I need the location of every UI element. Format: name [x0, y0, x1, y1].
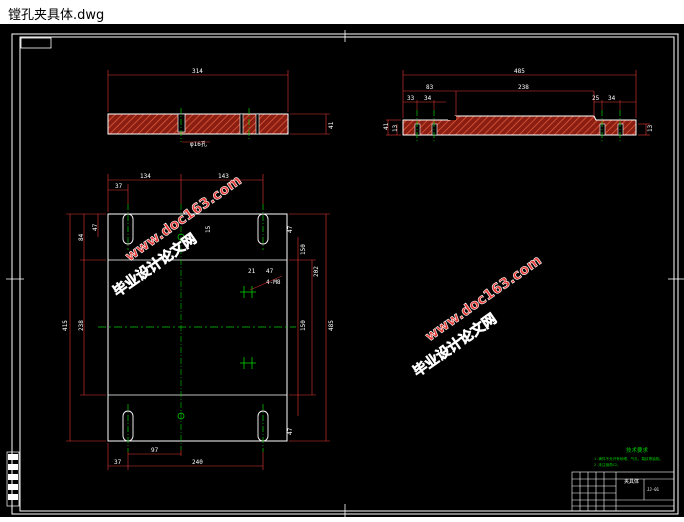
- titleblock-code: JJ-01: [647, 487, 660, 492]
- title-bar: 镗孔夹具体.dwg: [0, 0, 684, 24]
- dim-front-l: 47: [266, 268, 274, 275]
- notes-title: 技术要求: [626, 446, 649, 454]
- dim-bottom-a: 37: [114, 459, 122, 466]
- dim-bottom-c: 240: [192, 459, 203, 466]
- dim-right-len: 485: [514, 68, 525, 75]
- hole-bottom-center: [177, 412, 185, 420]
- dim-front-j: 202: [313, 266, 320, 277]
- notes-line1: 1.铸件不允许有砂眼、气孔、裂纹等缺陷。: [594, 456, 663, 461]
- drawing-canvas[interactable]: 314 41 φ16孔 485 83 238 33: [0, 24, 684, 517]
- dim-right-h3: 13: [647, 124, 654, 132]
- watermark-2: 毕业设计论文网 www.doc163.com: [409, 252, 545, 380]
- dim-right-f: 34: [608, 95, 616, 102]
- top-view-body: [107, 113, 289, 135]
- side-view[interactable]: 485 83 238 33 34 25 34 41 13 13: [383, 68, 654, 142]
- title-block[interactable]: [571, 471, 675, 512]
- hole-top-center: [177, 233, 185, 241]
- titleblock-part: 夹具体: [624, 478, 639, 485]
- dim-top-len: 314: [192, 68, 203, 75]
- front-view[interactable]: 37 134 143 415 238 84 47 15 47 47 21 47 …: [62, 173, 335, 470]
- drawing-frame: [6, 30, 684, 517]
- dim-front-b: 134: [140, 173, 151, 180]
- dim-front-e: 84: [78, 233, 85, 241]
- side-label-boxes: [6, 451, 20, 507]
- dim-right-b: 33: [407, 95, 415, 102]
- dim-front-k: 21: [248, 268, 256, 275]
- dim-front-o: 238: [78, 320, 85, 331]
- top-view-slot: [177, 113, 186, 133]
- dim-front-g: 15: [205, 225, 212, 233]
- dim-front-i: 150: [300, 244, 307, 255]
- dim-right-h1: 41: [383, 122, 390, 130]
- notes-line2: 2.未注倒角C2。: [594, 462, 621, 467]
- dim-front-n: 485: [328, 320, 335, 331]
- window-title: 镗孔夹具体.dwg: [8, 8, 105, 23]
- dim-right-c: 34: [424, 95, 432, 102]
- dim-front-r: 47: [287, 427, 294, 435]
- watermark-1: 毕业设计论文网 www.doc163.com: [109, 172, 245, 300]
- dim-front-c: 143: [218, 173, 229, 180]
- dim-top-slot: φ16孔: [190, 140, 207, 148]
- tech-notes: 技术要求 1.铸件不允许有砂眼、气孔、裂纹等缺陷。 2.未注倒角C2。: [594, 446, 663, 467]
- dim-front-q: 415: [62, 320, 69, 331]
- slot-top-left: [122, 213, 134, 245]
- dim-front-a: 37: [115, 183, 123, 190]
- dim-front-m: 4-M8: [266, 279, 281, 286]
- top-view[interactable]: 314 41 φ16孔: [107, 68, 335, 148]
- dim-right-a: 83: [426, 84, 434, 91]
- dim-front-d: 47: [92, 223, 99, 231]
- dim-right-e: 25: [592, 95, 600, 102]
- dim-right-h2: 13: [392, 124, 399, 132]
- dim-bottom-b: 97: [151, 447, 159, 454]
- dim-top-h: 41: [328, 121, 335, 129]
- dim-right-d: 238: [518, 84, 529, 91]
- dim-front-p: 150: [300, 320, 307, 331]
- dim-front-f: 47: [287, 225, 294, 233]
- slot-top-right: [257, 213, 269, 245]
- front-view-plate: [107, 213, 288, 442]
